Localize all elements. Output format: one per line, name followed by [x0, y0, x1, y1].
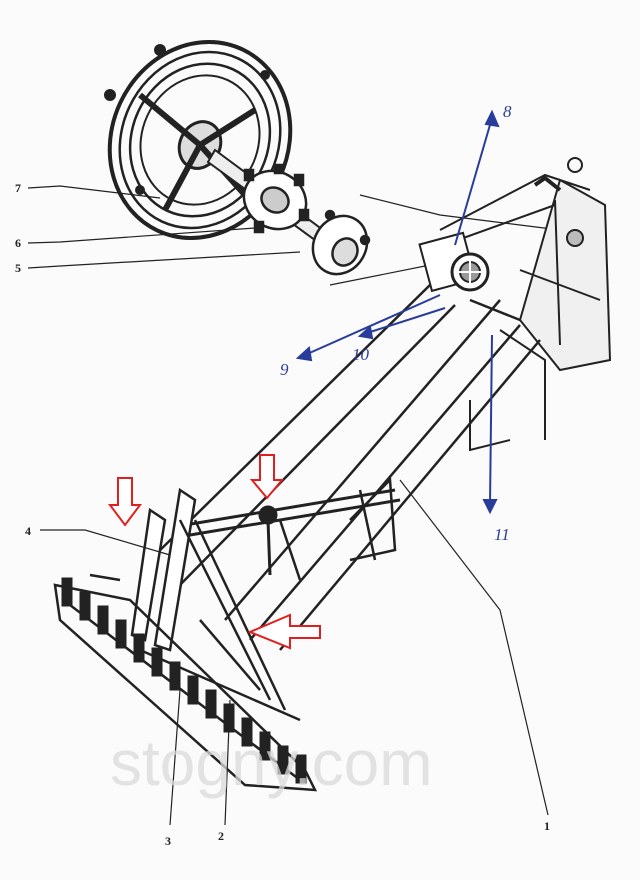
harrow-teeth: [61, 577, 307, 784]
red-arrow-icon: [108, 454, 321, 650]
bearing-icon: [311, 209, 371, 276]
crossbar: [184, 488, 401, 576]
part-label-11: 11: [494, 525, 510, 544]
pulley-wheel-icon: [104, 40, 293, 240]
upper-frame: [429, 157, 612, 452]
part-label-1: 1: [544, 819, 550, 833]
part-label-2: 2: [218, 829, 224, 843]
part-label-3: 3: [165, 834, 171, 848]
motor-icon: [418, 231, 490, 293]
part-label-8: 8: [503, 102, 512, 121]
part-label-9: 9: [280, 360, 289, 379]
part-label-6: 6: [15, 236, 21, 250]
part-label-5: 5: [15, 261, 21, 275]
part-label-4: 4: [25, 524, 31, 538]
leader-lines-bottom: [40, 479, 549, 826]
part-label-10: 10: [352, 345, 370, 364]
boom-arm-icon: [149, 284, 541, 651]
watermark-text: stogny.com: [110, 727, 433, 799]
blue-arrows: [295, 109, 500, 515]
part-label-7: 7: [15, 181, 21, 195]
leader-lines-left: [27, 185, 561, 286]
sprocket-icon: [242, 163, 310, 234]
